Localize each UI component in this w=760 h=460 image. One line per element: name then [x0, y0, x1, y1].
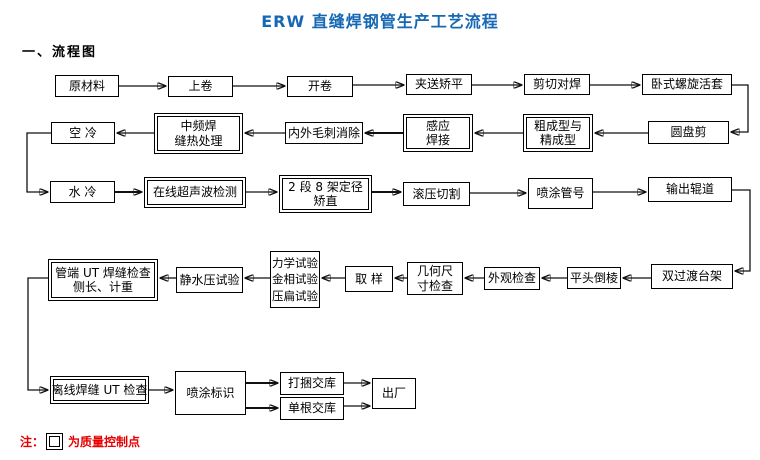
- node-label: 管端 UT 焊缝检查: [55, 265, 151, 280]
- flow-node-spray-pipe-number: 喷涂管号: [528, 178, 593, 209]
- node-label: 开卷: [307, 79, 332, 94]
- node-label: 原材料: [68, 78, 105, 93]
- node-label: 水 冷: [68, 184, 97, 199]
- node-label: 外观检查: [487, 271, 536, 286]
- node-label: 喷涂标识: [186, 385, 235, 400]
- flow-node-hydrostatic-test: 静水压试验: [176, 267, 243, 293]
- node-label: 静水压试验: [179, 272, 240, 287]
- node-label: 输出辊道: [665, 182, 714, 197]
- node-label: 双过渡台架: [661, 269, 722, 284]
- flow-node-horizontal-spiral-looper: 卧式螺旋活套: [642, 74, 732, 95]
- flow-node-sampling: 取 样: [345, 266, 393, 292]
- node-label: 矫直: [313, 194, 338, 208]
- note-text: 为质量控制点: [68, 435, 141, 449]
- flow-node-dimension-check: 几何尺寸检查: [407, 262, 463, 295]
- node-label: 寸检查: [416, 278, 453, 293]
- node-label: 夹送矫平: [414, 77, 463, 92]
- note-prefix: 注：: [20, 435, 45, 449]
- flow-node-offline-seam-ut-inspection: 离线焊缝 UT 检查: [50, 376, 149, 404]
- node-label: 单根交库: [287, 401, 336, 416]
- flow-node-coil-loading: 上卷: [168, 76, 233, 97]
- node-label: 离线焊缝 UT 检查: [51, 382, 148, 397]
- flow-node-double-transfer-rack: 双过渡台架: [651, 264, 733, 289]
- node-label: 金相试验: [272, 272, 318, 287]
- node-label: 侧长、计重: [72, 280, 133, 294]
- node-label: 在线超声波检测: [152, 185, 237, 200]
- flow-node-online-ultrasonic-testing: 在线超声波检测: [144, 177, 246, 208]
- section-label: 一、流程图: [22, 45, 98, 60]
- node-label: 圆盘剪: [670, 125, 707, 140]
- node-label: 焊接: [425, 133, 450, 147]
- flow-node-sizing-straightening: 2 段 8 架定径矫直: [279, 175, 372, 213]
- node-label: 压扁试验: [272, 288, 318, 303]
- legend-note: 注： 为质量控制点: [20, 433, 140, 450]
- node-label: 中频焊: [180, 119, 217, 134]
- node-label: 上卷: [188, 79, 213, 94]
- flow-node-air-cooling: 空 冷: [51, 122, 115, 144]
- qc-inner-border: 管端 UT 焊缝检查侧长、计重: [51, 262, 155, 298]
- flow-node-visual-inspection: 外观检查: [484, 267, 540, 290]
- flow-node-lab-tests: 力学试验金相试验压扁试验: [270, 251, 320, 308]
- flow-node-bundle-to-warehouse: 打捆交库: [280, 372, 344, 395]
- flow-node-shear-butt-weld: 剪切对焊: [524, 74, 590, 95]
- page-title: ERW 直缝焊钢管生产工艺流程: [261, 12, 499, 31]
- flow-node-uncoiling: 开卷: [287, 76, 353, 97]
- flow-node-raw-material: 原材料: [55, 75, 119, 97]
- qc-inner-border: 离线焊缝 UT 检查: [51, 379, 148, 401]
- node-label: 力学试验: [272, 256, 318, 271]
- node-label: 取 样: [355, 271, 383, 286]
- flow-node-rough-fine-forming: 粗成型与精成型: [523, 114, 593, 152]
- qc-inner-border: 在线超声波检测: [147, 180, 243, 205]
- quality-control-point-icon: [46, 433, 64, 450]
- node-label: 精成型: [539, 133, 576, 147]
- flow-node-single-to-warehouse: 单根交库: [280, 397, 344, 420]
- qc-inner-border: 2 段 8 架定径矫直: [282, 178, 369, 210]
- flow-node-spray-marking: 喷涂标识: [175, 371, 246, 415]
- flow-node-water-cooling: 水 冷: [50, 181, 115, 203]
- node-label: 滚压切割: [412, 186, 461, 201]
- node-label: 粗成型与: [533, 118, 582, 133]
- qc-inner-border: 中频焊缝热处理: [157, 116, 240, 151]
- node-label: 缝热处理: [174, 133, 223, 148]
- flow-node-delivery: 出厂: [372, 378, 416, 409]
- node-label: 感应: [425, 118, 450, 133]
- flow-node-pinch-leveling: 夹送矫平: [406, 74, 472, 95]
- flow-node-roll-cutting: 滚压切割: [403, 182, 470, 206]
- node-label: 出厂: [381, 386, 406, 401]
- flow-node-output-roller-table: 输出辊道: [648, 177, 732, 202]
- node-label: 内外毛刺消除: [287, 125, 360, 140]
- qc-inner-border: 粗成型与精成型: [526, 117, 590, 149]
- node-label: 几何尺: [416, 264, 453, 279]
- node-label: 空 冷: [69, 125, 97, 140]
- qc-inner-border: 感应焊接: [406, 117, 470, 149]
- node-label: 平头倒棱: [569, 270, 618, 285]
- node-label: 卧式螺旋活套: [650, 77, 723, 92]
- flow-node-burr-removal: 内外毛刺消除: [285, 122, 363, 144]
- flow-node-pipe-end-ut-inspection: 管端 UT 焊缝检查侧长、计重: [48, 259, 158, 301]
- node-label: 剪切对焊: [532, 77, 581, 92]
- flow-node-induction-welding: 感应焊接: [403, 114, 473, 152]
- node-label: 2 段 8 架定径: [288, 179, 363, 194]
- node-label: 打捆交库: [287, 376, 336, 391]
- flow-node-facing-beveling: 平头倒棱: [567, 267, 621, 289]
- flow-node-mf-seam-heat-treatment: 中频焊缝热处理: [154, 113, 243, 154]
- flow-node-disc-shear: 圆盘剪: [648, 121, 729, 144]
- node-label: 喷涂管号: [536, 186, 585, 201]
